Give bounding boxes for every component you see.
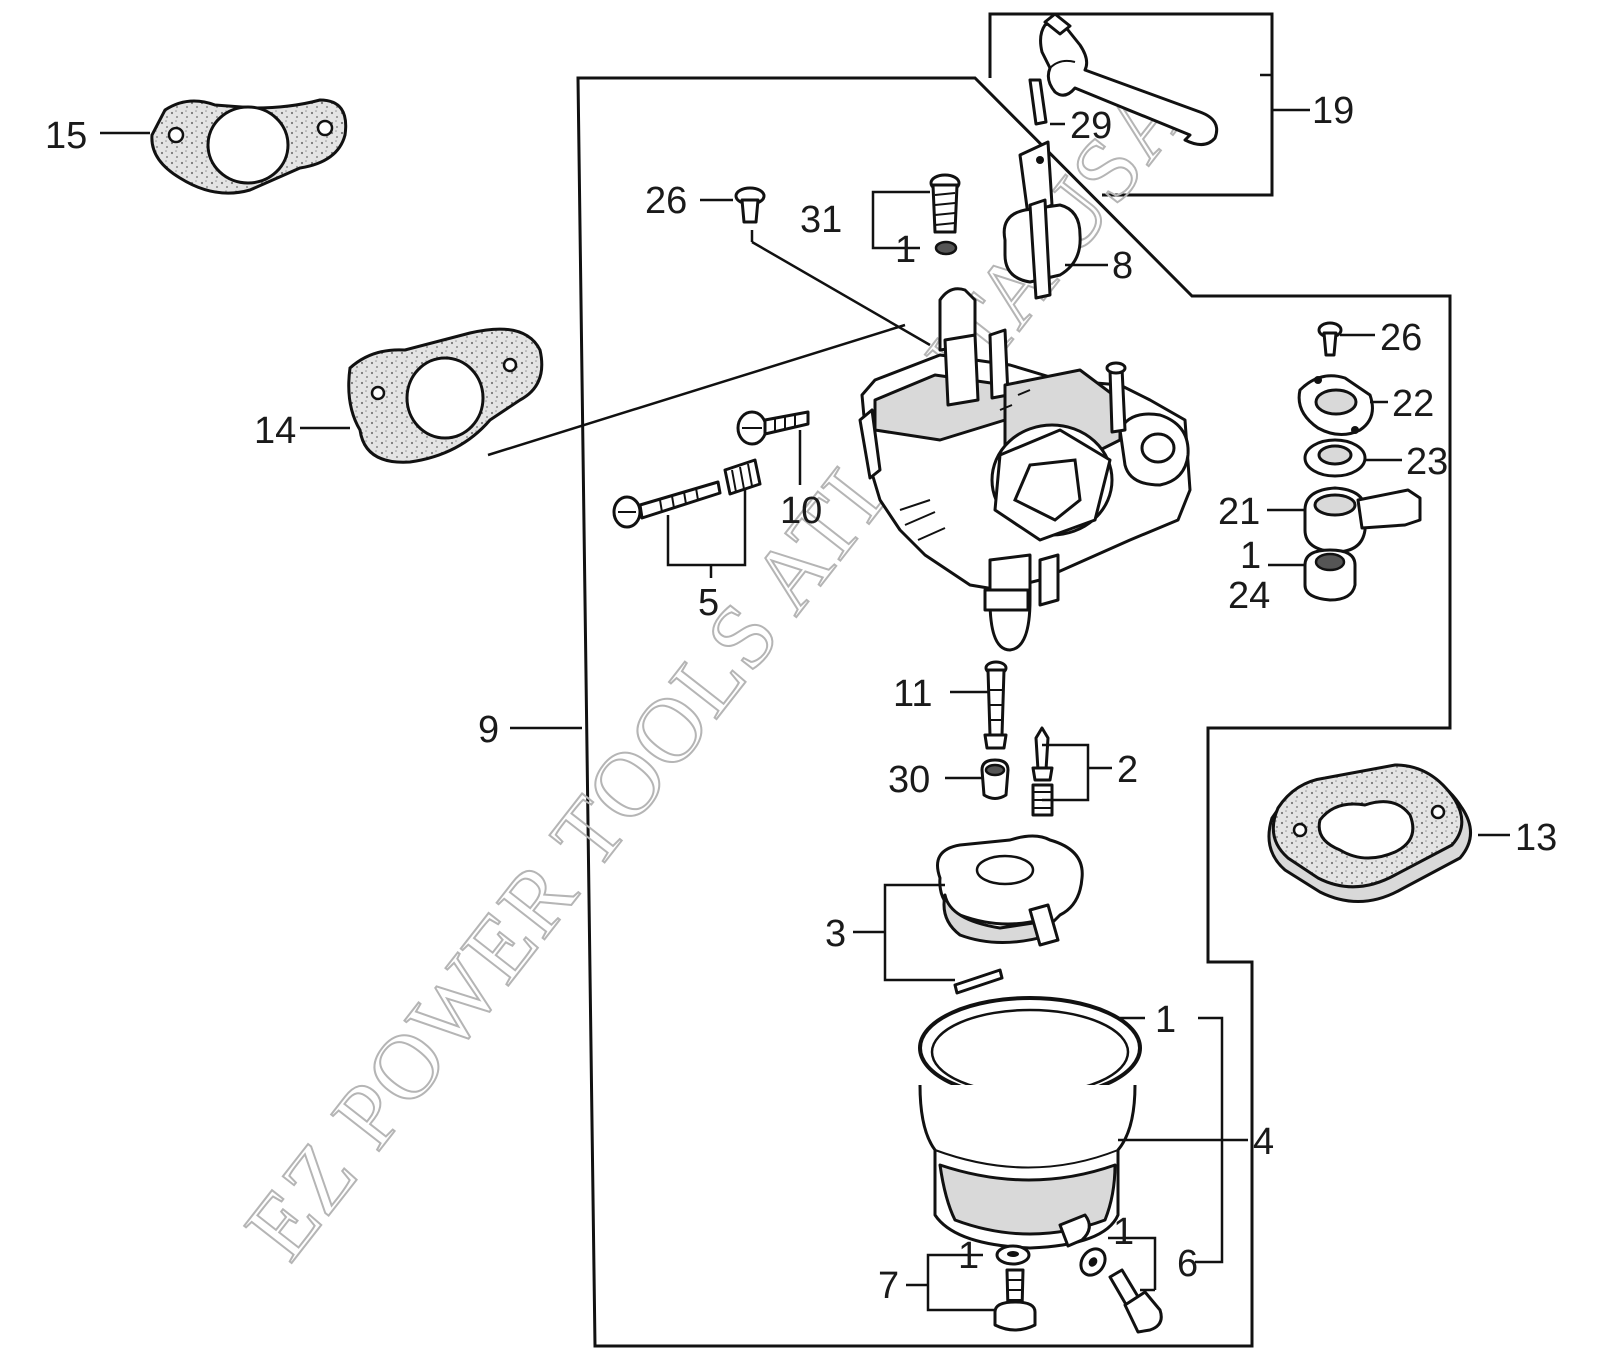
part-7-bolt (993, 1268, 1037, 1332)
callout-15: 15 (45, 115, 87, 157)
callout-1-washer-left: 1 (958, 1235, 979, 1277)
part-2-float-valve (1031, 726, 1054, 817)
part-4-float-bowl (918, 1084, 1137, 1250)
callout-10: 10 (780, 490, 822, 532)
callout-6: 6 (1177, 1243, 1198, 1285)
callout-22: 22 (1392, 383, 1434, 425)
part-30-main-jet (980, 758, 1010, 800)
part-13-insulator (1267, 763, 1472, 903)
part-22-cover (1297, 374, 1374, 436)
callout-19: 19 (1312, 90, 1354, 132)
callout-4: 4 (1253, 1121, 1274, 1163)
part-1-washer-right (1079, 1247, 1107, 1277)
part-6-drain-screw (1108, 1268, 1163, 1334)
sub-frame-19 (988, 12, 1274, 197)
part-26-screw-right (1317, 321, 1343, 357)
callout-7: 7 (878, 1265, 899, 1307)
callout-31: 31 (800, 199, 842, 241)
part-26-screw-top (734, 186, 766, 224)
callout-3: 3 (825, 913, 846, 955)
part-14-gasket (347, 327, 544, 464)
callout-1-washer-right: 1 (1113, 1211, 1134, 1253)
callout-11: 11 (893, 673, 932, 715)
assembly-frame-9 (576, 76, 1452, 1348)
callout-21: 21 (1218, 491, 1260, 533)
callout-24: 24 (1228, 575, 1270, 617)
callout-9: 9 (478, 709, 499, 751)
part-29-pin (1028, 78, 1048, 126)
callout-30: 30 (888, 759, 930, 801)
callout-1-pilot: 1 (895, 229, 916, 271)
part-31-pilot-screw (929, 173, 961, 256)
callout-labels: 15 14 26 31 1 29 19 8 10 5 26 22 23 21 1… (45, 90, 1557, 1307)
part-24-cap (1303, 548, 1357, 602)
callout-2: 2 (1117, 749, 1138, 791)
callout-13: 13 (1515, 817, 1557, 859)
part-11-main-nozzle (983, 660, 1008, 750)
callout-29: 29 (1070, 105, 1112, 147)
part-21-holder (1303, 486, 1422, 554)
callout-8: 8 (1112, 245, 1133, 287)
callout-14: 14 (254, 410, 296, 452)
leader-lines (100, 73, 1510, 1312)
callout-1-cap: 1 (1240, 535, 1261, 577)
part-10-throttle-screw (736, 410, 810, 446)
part-3-float (936, 834, 1084, 995)
part-23-seal (1303, 438, 1367, 478)
callout-23: 23 (1406, 441, 1448, 483)
part-1-washer-left (995, 1244, 1031, 1266)
callout-26-right: 26 (1380, 317, 1422, 359)
part-8-choke-valve (1002, 140, 1082, 300)
part-19-choke-lever (1039, 12, 1219, 146)
part-5-screw-spring (612, 458, 762, 529)
carburetor-body (858, 287, 1192, 652)
callout-5: 5 (698, 582, 719, 624)
part-15-gasket (150, 98, 348, 195)
part-1-bowl-gasket (918, 996, 1142, 1100)
callout-1-bowl: 1 (1155, 999, 1176, 1041)
callout-26-top: 26 (645, 180, 687, 222)
